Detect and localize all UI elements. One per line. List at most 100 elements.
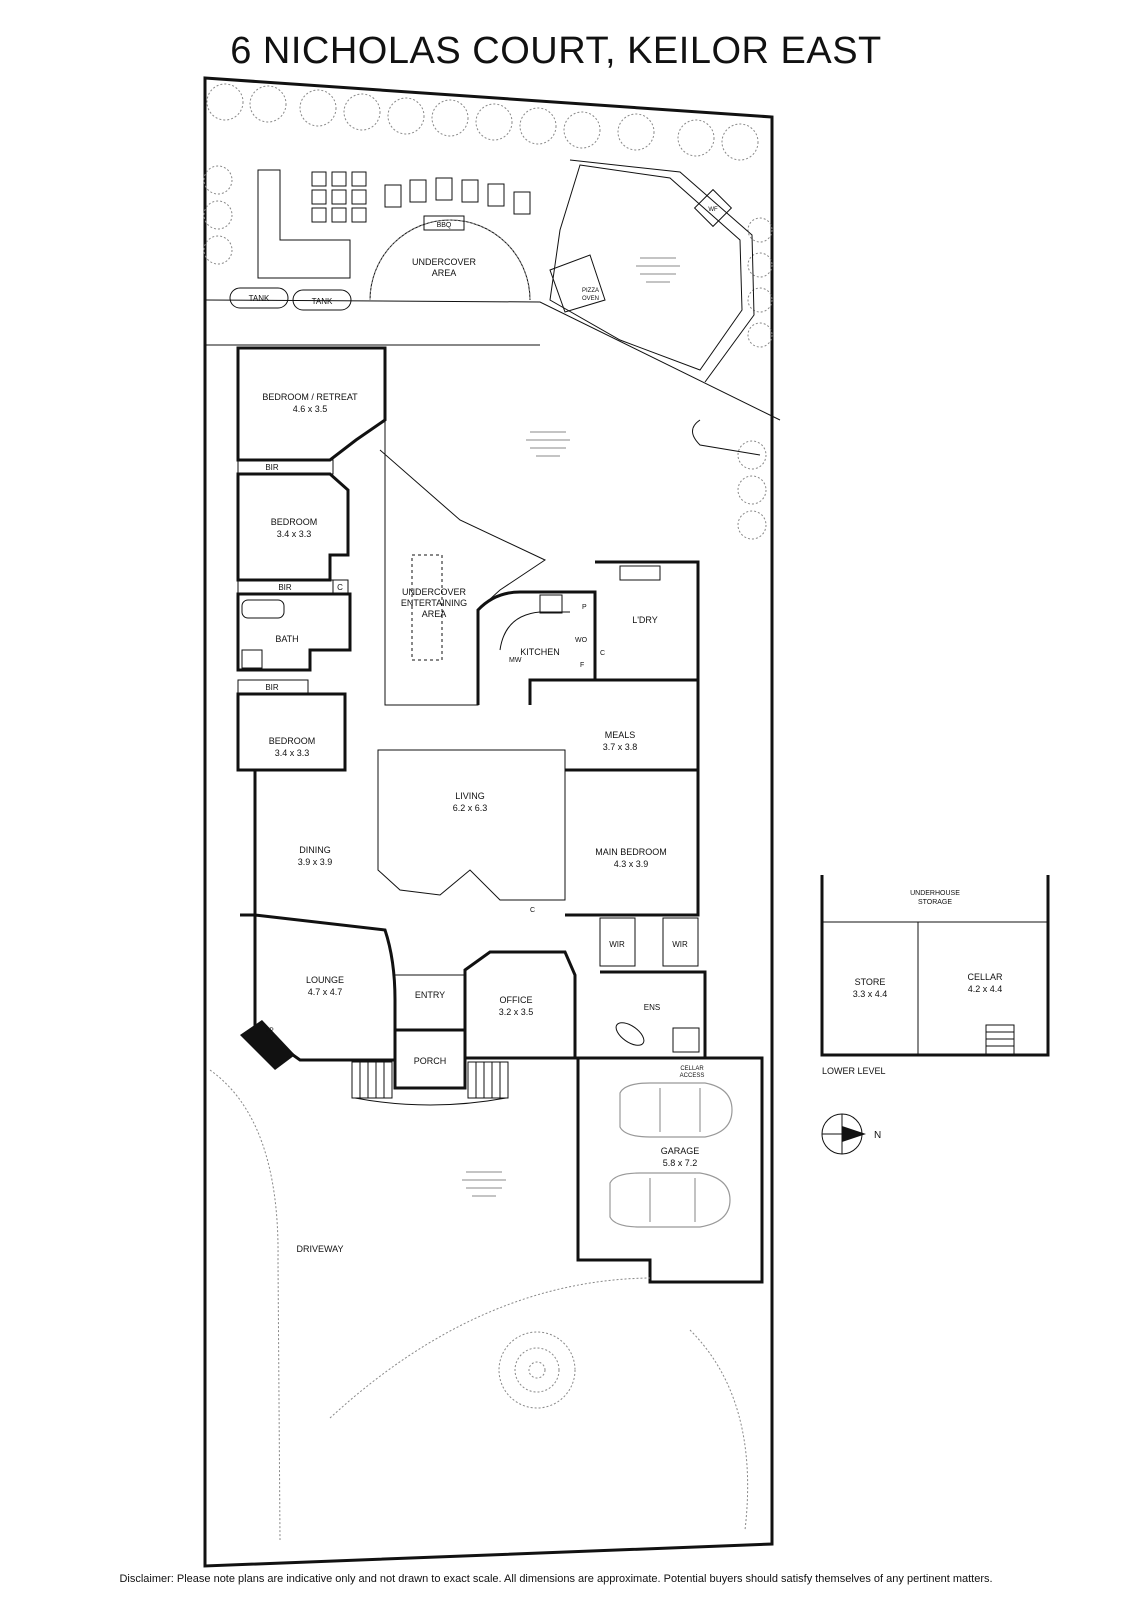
bath-walls bbox=[236, 592, 352, 672]
living-size: 6.2 x 6.3 bbox=[453, 803, 488, 813]
cellar-size: 4.2 x 4.4 bbox=[968, 984, 1003, 994]
entry-label: ENTRY bbox=[415, 990, 445, 1000]
outdoor-table bbox=[411, 554, 443, 661]
lounge-walls bbox=[253, 913, 397, 1062]
undercover-entertaining-label-3: AREA bbox=[422, 609, 447, 619]
outdoor-bench bbox=[257, 169, 351, 279]
wir-1 bbox=[599, 917, 636, 967]
dining-name: DINING bbox=[299, 845, 331, 855]
main-bedroom-size: 4.3 x 3.9 bbox=[614, 859, 649, 869]
kitchen-walls bbox=[476, 590, 597, 705]
tank-label-2: TANK bbox=[312, 297, 333, 306]
living-walls bbox=[377, 749, 566, 901]
driveway-roundabout bbox=[498, 1331, 576, 1409]
wir-label-1: WIR bbox=[609, 940, 625, 949]
undercover-entertaining-label-1: UNDERCOVER bbox=[402, 587, 467, 597]
paving-hatch-deck bbox=[636, 257, 680, 283]
garage-size: 5.8 x 7.2 bbox=[663, 1158, 698, 1168]
store-size: 3.3 x 4.4 bbox=[853, 989, 888, 999]
undercover-entertaining-label-2: ENTERTAINING bbox=[401, 598, 467, 608]
office-size: 3.2 x 3.5 bbox=[499, 1007, 534, 1017]
fp-label: FP bbox=[266, 1028, 274, 1034]
undercover-area-label-1: UNDERCOVER bbox=[412, 257, 477, 267]
wo-label: WO bbox=[575, 637, 588, 644]
f-label: F bbox=[580, 662, 584, 669]
cellar-access-label-2: ACCESS bbox=[680, 1073, 705, 1079]
ensuite-shower bbox=[672, 1027, 700, 1053]
driveway-garden-left bbox=[209, 1069, 281, 1541]
dining-west-wall bbox=[240, 768, 257, 917]
car-1 bbox=[619, 1082, 733, 1138]
north-arrow-icon: N bbox=[821, 1113, 881, 1155]
wood-fire-unit bbox=[693, 188, 733, 228]
meals-name: MEALS bbox=[605, 730, 636, 740]
driveway-garden-curve bbox=[329, 1277, 651, 1419]
garage-name: GARAGE bbox=[661, 1146, 700, 1156]
bedroom-3-name: BEDROOM bbox=[269, 736, 316, 746]
c-label-2: C bbox=[600, 650, 605, 657]
meals-size: 3.7 x 3.8 bbox=[603, 742, 638, 752]
main-bedroom-walls bbox=[565, 768, 700, 917]
underhouse-storage-label-1: UNDERHOUSE bbox=[910, 890, 960, 897]
wir-label-2: WIR bbox=[672, 940, 688, 949]
undercover-area-label-2: AREA bbox=[432, 268, 457, 278]
page-title: 6 NICHOLAS COURT, KEILOR EAST bbox=[230, 30, 882, 72]
cellar-access-label-1: CELLAR bbox=[680, 1066, 704, 1072]
bedroom-retreat-size: 4.6 x 3.5 bbox=[293, 404, 328, 414]
living-name: LIVING bbox=[455, 791, 485, 801]
lower-level-label: LOWER LEVEL bbox=[822, 1066, 886, 1076]
ensuite-walls bbox=[600, 970, 707, 1060]
bir-label-3: BIR bbox=[265, 683, 279, 692]
pizza-oven-icon bbox=[554, 272, 570, 301]
wir-2 bbox=[662, 917, 699, 967]
bedroom-2-walls bbox=[236, 472, 350, 582]
tank-label-1: TANK bbox=[249, 294, 270, 303]
rear-fence bbox=[204, 299, 781, 421]
bir-1 bbox=[237, 459, 334, 475]
office-name: OFFICE bbox=[500, 995, 533, 1005]
driveway-label: DRIVEWAY bbox=[296, 1244, 343, 1254]
c-label-3: C bbox=[530, 907, 535, 914]
bedroom-retreat-name: BEDROOM / RETREAT bbox=[262, 392, 358, 402]
driveway-garden-right bbox=[689, 1329, 749, 1531]
bedroom-2-size: 3.4 x 3.3 bbox=[277, 529, 312, 539]
pizza-oven-label-1: PIZZA bbox=[582, 288, 599, 294]
bbq-unit bbox=[423, 215, 465, 231]
bath-label: BATH bbox=[275, 634, 298, 644]
underhouse-storage-label-2: STORAGE bbox=[918, 899, 952, 906]
main-bedroom-name: MAIN BEDROOM bbox=[595, 847, 667, 857]
mw-label: MW bbox=[509, 657, 522, 664]
laundry-sink bbox=[619, 565, 661, 581]
office-walls bbox=[463, 950, 577, 1060]
porch-walls bbox=[393, 1028, 467, 1090]
kitchen-label: KITCHEN bbox=[520, 647, 560, 657]
bbq-label: BBQ bbox=[437, 222, 452, 229]
cellar-name: CELLAR bbox=[967, 972, 1003, 982]
disclaimer: Disclaimer: Please note plans are indica… bbox=[119, 1573, 993, 1585]
lounge-size: 4.7 x 4.7 bbox=[308, 987, 343, 997]
north-label: N bbox=[874, 1130, 881, 1141]
store-name: STORE bbox=[855, 977, 886, 987]
bathtub bbox=[241, 599, 285, 619]
shrubs-top bbox=[203, 83, 773, 540]
wf-label: WF bbox=[708, 207, 718, 213]
outdoor-chairs bbox=[311, 171, 531, 223]
lounge-name: LOUNGE bbox=[306, 975, 344, 985]
c-label-1: C bbox=[337, 583, 343, 592]
shower bbox=[241, 649, 263, 669]
porch-steps bbox=[351, 1061, 509, 1106]
car-2 bbox=[609, 1172, 731, 1228]
cellar-stairs bbox=[985, 1024, 1015, 1056]
water-tank-2 bbox=[292, 289, 352, 311]
dining-size: 3.9 x 3.9 bbox=[298, 857, 333, 867]
garage-walls bbox=[576, 1056, 764, 1284]
ensuite-spa bbox=[615, 1022, 645, 1046]
entry-walls bbox=[395, 974, 466, 1031]
laundry-label: L'DRY bbox=[632, 615, 658, 625]
paving-hatch-yard bbox=[526, 431, 570, 457]
property-boundary bbox=[203, 76, 774, 1568]
fireplace bbox=[240, 1020, 295, 1070]
kitchen-bench bbox=[499, 611, 570, 651]
porch-label: PORCH bbox=[414, 1056, 447, 1066]
cooktop bbox=[539, 594, 563, 614]
